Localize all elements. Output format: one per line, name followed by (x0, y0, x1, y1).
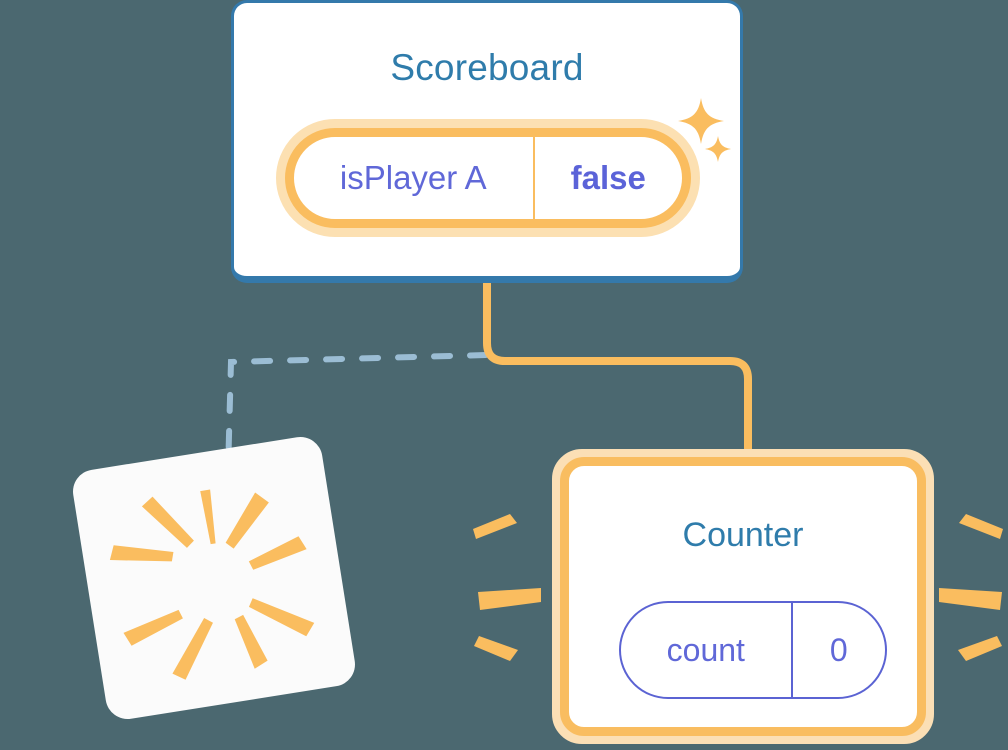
ghost-burst-card[interactable] (69, 433, 359, 723)
scoreboard-prop-value: false (570, 159, 646, 196)
burst-rays-icon (109, 489, 315, 680)
scoreboard-prop-pill[interactable]: isPlayer A false (276, 119, 700, 237)
counter-state-value: 0 (829, 631, 848, 668)
scoreboard-prop-pill-inner: isPlayer A false (285, 128, 691, 228)
scoreboard-title: Scoreboard (390, 47, 584, 88)
counter-title: Counter (682, 516, 804, 554)
counter-card-inner: Counter count 0 (560, 457, 926, 736)
counter-state-pill[interactable]: count 0 (619, 601, 887, 699)
connector-scoreboard-to-ghost-dashed (225, 352, 489, 475)
connector-scoreboard-to-counter-solid (483, 283, 752, 452)
scoreboard-prop-key: isPlayer A (294, 137, 535, 219)
counter-state-key: count (621, 603, 793, 697)
counter-card[interactable]: Counter count 0 (552, 449, 934, 744)
